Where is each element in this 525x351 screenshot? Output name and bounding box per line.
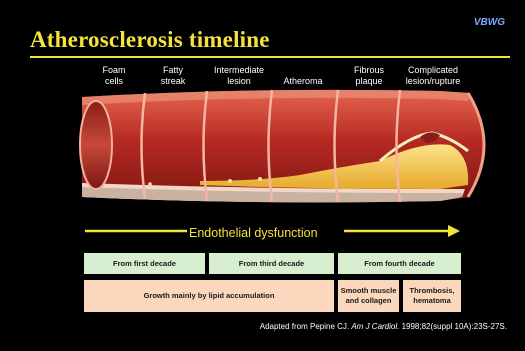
growth-smooth-muscle: Smooth muscle and collagen (338, 280, 399, 312)
stage-label-intermediate-lesion: Intermediate lesion (203, 65, 275, 87)
citation-suffix: 1998;82(suppl 10A):23S-27S. (399, 322, 507, 331)
stage-label-fatty-streak: Fatty streak (143, 65, 203, 87)
growth-lipid-accumulation: Growth mainly by lipid accumulation (84, 280, 334, 312)
stage-label-complicated-lesion: Complicated lesion/rupture (394, 65, 472, 87)
onset-third-decade: From third decade (209, 253, 334, 274)
citation-journal: Am J Cardiol. (351, 322, 399, 331)
growth-thrombosis: Thrombosis, hematoma (403, 280, 461, 312)
foam-cell-dot (228, 179, 232, 183)
slide-title: Atherosclerosis timeline (30, 27, 270, 53)
foam-cell-dot (258, 177, 262, 181)
stage-label-foam-cells: Foam cells (86, 65, 142, 87)
org-logo: VBWG (474, 17, 505, 28)
citation-prefix: Adapted from Pepine CJ. (260, 322, 352, 331)
dysfunction-label: Endothelial dysfunction (189, 226, 318, 240)
title-underline (30, 56, 510, 58)
foam-cell-dot (148, 182, 152, 186)
onset-fourth-decade: From fourth decade (338, 253, 461, 274)
onset-first-decade: From first decade (84, 253, 205, 274)
stage-label-fibrous-plaque: Fibrous plaque (338, 65, 400, 87)
citation: Adapted from Pepine CJ. Am J Cardiol. 19… (260, 322, 507, 331)
artery-illustration (0, 85, 525, 210)
